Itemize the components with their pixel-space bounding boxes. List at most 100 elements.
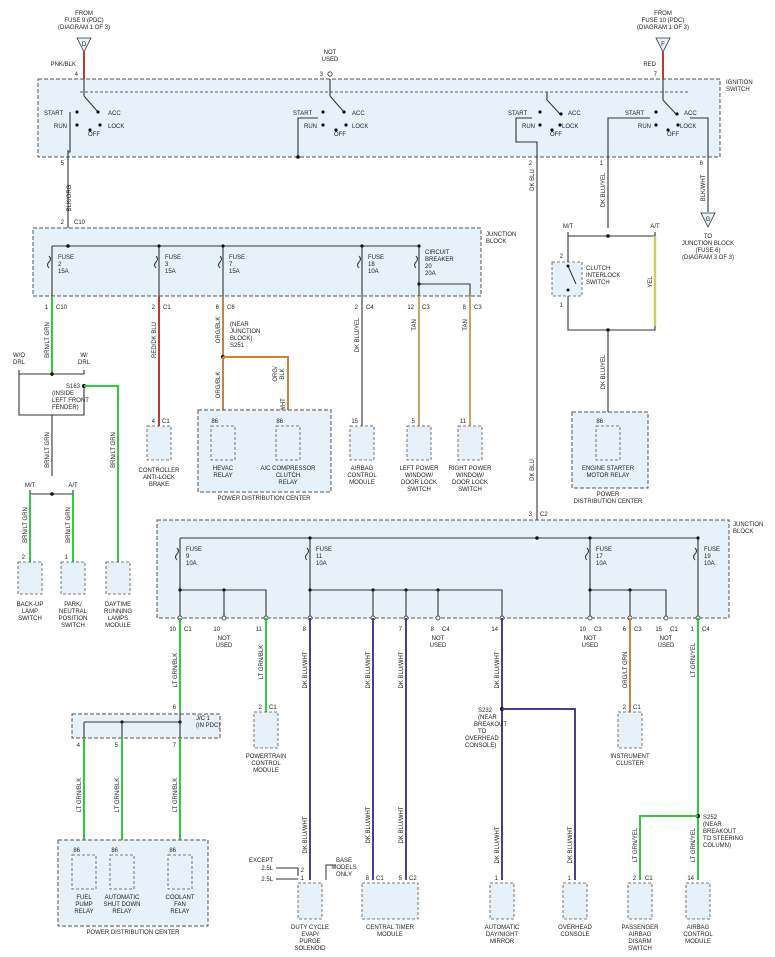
fuse-11-icon [305,547,309,561]
at-label-top: A/T [650,224,660,230]
left-power-window-switch [406,425,432,461]
wire-label-blk-wht: BLK/WHT [701,174,707,201]
svg-text:BACK-UP: BACK-UP [17,602,44,608]
svg-text:A/C COMPRESSOR: A/C COMPRESSOR [260,466,316,472]
switch-group-2: START RUN ACC LOCK OFF [293,79,368,159]
wire-label-org-blk-1: ORG/BLK [216,317,222,344]
not-used-line1: NOT [324,50,337,56]
svg-text:15: 15 [655,627,662,633]
svg-text:LEFT POWER: LEFT POWER [400,466,440,472]
wire-label-dk-blu-yel-2: DK BLU/YEL [601,354,607,389]
svg-text:7: 7 [399,627,403,633]
svg-text:SWITCH: SWITCH [18,616,42,622]
wire-label-lt-grn-yel-1: LT GRN/YEL [691,642,697,677]
svg-text:POWER DISTRIBUTION CENTER: POWER DISTRIBUTION CENTER [86,930,180,936]
svg-text:C1: C1 [633,705,641,711]
svg-text:EVAP/: EVAP/ [301,932,319,938]
lock-label-4: LOCK [680,124,696,130]
switch-blade-4 [662,99,677,115]
clutch-label-2: INTERLOCK [586,273,620,279]
s163-label-4: FENDER) [52,405,79,411]
s163-area: W/O DRL W/ DRL S163 (INSIDE LEFT FRONT F… [13,353,119,562]
start-label-3: START [508,111,527,117]
svg-text:C1: C1 [645,876,653,882]
svg-text:10: 10 [169,627,176,633]
central-timer-module [361,882,419,920]
svg-text:6: 6 [623,627,627,633]
wire-label-brn-lt-grn-2: BRN/LT GRN [45,432,51,468]
svg-text:FUSE: FUSE [368,255,384,261]
fuse-17-icon [585,547,589,561]
from-fuse9-line3: (DIAGRAM 1 OF 3) [58,25,110,31]
start-label-2: START [293,111,312,117]
svg-text:15A: 15A [229,269,240,275]
wire-lt-grn-yel-pab [639,815,698,880]
svg-text:MOTOR RELAY: MOTOR RELAY [586,473,629,479]
bottom-modules: EXCEPT 2.5L 2.5L 2 1 DUTY CYCLE EVAP/ PU… [249,858,713,952]
svg-text:RELAY: RELAY [112,909,131,915]
wire-label-lt-grn-blk-pcm: LT GRN/BLK [259,645,265,679]
svg-text:PUMP: PUMP [75,902,92,908]
svg-text:1: 1 [301,876,305,882]
svg-text:FUEL: FUEL [76,895,92,901]
svg-text:SWITCH: SWITCH [628,946,652,952]
svg-text:6: 6 [216,305,220,311]
right-power-window-switch [457,425,483,461]
switch-blade-2 [329,95,345,113]
svg-text:2.5L: 2.5L [261,866,273,872]
fuse-19-icon [693,547,697,561]
powertrain-control-module [253,711,279,749]
svg-text:ANTI-LOCK: ANTI-LOCK [143,475,175,481]
auto-dimming-mirror [489,882,515,920]
svg-text:C10: C10 [56,305,68,311]
ignition-switch: IGNITION SWITCH START RUN ACC LOCK OFF S… [37,78,753,167]
svg-text:SHUT DOWN: SHUT DOWN [104,902,141,908]
svg-text:USED: USED [658,643,675,649]
wire-label-org-blk-2: ORG/BLK [216,372,222,399]
clutch-label-3: SWITCH [586,280,610,286]
wire-label-lt-grn-blk-main: LT GRN/BLK [173,653,179,687]
not-used-top: NOT USED 3 [320,50,339,78]
abs-controller [146,425,172,461]
svg-text:BASE: BASE [336,858,352,864]
svg-text:JUNCTION: JUNCTION [733,522,763,528]
svg-text:C2: C2 [409,876,417,882]
jc1-housing [71,713,221,739]
wire-label-dk-blu-2: DK BLU [530,459,536,481]
svg-text:FUSE: FUSE [186,547,202,553]
mt-label-left: M/T [25,483,36,489]
svg-text:PARK/: PARK/ [64,602,82,608]
from-fuse9-line2: FUSE 9 (PDC) [64,18,103,24]
svg-text:15: 15 [351,419,358,425]
connector-g-icon [700,212,716,228]
svg-text:MODULE: MODULE [253,768,279,774]
svg-text:12: 12 [407,305,414,311]
svg-text:11: 11 [460,419,467,425]
switch-group-4: START RUN ACC LOCK OFF [607,79,709,157]
svg-text:CENTRAL TIMER: CENTRAL TIMER [366,925,415,931]
backup-lamp-switch [17,561,43,595]
wire-label-pnk-blk: PNK/BLK [51,62,76,68]
to-junction-4: (DIAGRAM 3 OF 3) [682,255,734,261]
svg-text:1: 1 [45,305,49,311]
overhead-console [562,882,588,920]
svg-text:86: 86 [73,848,80,854]
svg-text:NOT: NOT [218,636,231,642]
svg-text:FUSE: FUSE [165,255,181,261]
s251-label-2: JUNCTION [230,329,260,335]
svg-text:EXCEPT: EXCEPT [249,858,273,864]
s252-label-2: (NEAR [703,822,722,828]
svg-text:FUSE: FUSE [596,547,612,553]
passenger-airbag-switch [627,882,653,920]
ac-compressor-relay [275,425,301,461]
svg-text:ONLY: ONLY [336,872,352,878]
jb1-title-1: JUNCTION [486,232,516,238]
circuit-breaker-icon [414,255,418,269]
wire-label-lt-grn-yel-3: LT GRN/YEL [633,827,639,862]
mt-label-top: M/T [563,224,574,230]
s232-label-5: OVERHEAD [465,736,499,742]
ignition-title-2: SWITCH [726,87,750,93]
svg-text:86: 86 [111,848,118,854]
